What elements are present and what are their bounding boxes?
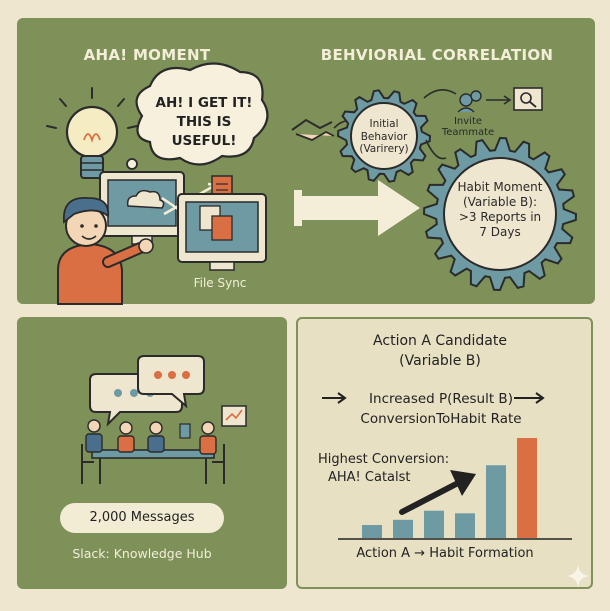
- initial-line-3: (Varirery): [359, 143, 409, 155]
- action-footer: Action A → Habit Formation: [356, 546, 534, 561]
- conversion-bar-chart: [362, 438, 537, 538]
- action-title-line-2: (Variable B): [399, 353, 481, 369]
- person-illustration: [57, 197, 154, 305]
- action-title: Action A Candidate (Variable B): [330, 331, 550, 371]
- meeting-table-illustration: [81, 419, 225, 484]
- thought-text: AH! I GET IT! THIS IS USEFUL!: [148, 94, 260, 151]
- monitor-left: [99, 171, 185, 245]
- prob-text: Increased P(Result B) ConversionToHabit …: [336, 389, 546, 429]
- prob-arrows: [322, 392, 545, 404]
- cloud-icon: [126, 189, 165, 209]
- thought-line-2: THIS IS USEFUL!: [171, 114, 237, 149]
- invite-icon: [457, 90, 482, 113]
- invite-line-2: Teammate: [441, 127, 495, 138]
- chart-board-icon: [221, 405, 247, 427]
- highest-line-2: AHA! Catalst: [328, 470, 411, 485]
- prob-line-2: ConversionToHabit Rate: [360, 411, 522, 427]
- prob-line-1: Increased P(Result B): [369, 391, 513, 407]
- chart-bar-4: [455, 513, 475, 538]
- initial-behavior-text: Initial Behavior (Varirery): [350, 118, 418, 156]
- habit-line-3: >3 Reports in: [458, 210, 542, 224]
- connector-arrow: [425, 139, 447, 160]
- connector-arrow: [423, 89, 457, 99]
- gear-habit-moment: [422, 136, 578, 292]
- behavior-header: BEHVIORIAL CORRELATION: [320, 46, 554, 64]
- chart-bar-2: [393, 519, 413, 538]
- habit-line-1: Habit Moment: [457, 180, 543, 194]
- initial-line-2: Behavior: [360, 130, 408, 143]
- aha-header: AHA! MOMENT: [83, 46, 211, 64]
- habit-line-2: (Variable B):: [462, 195, 538, 209]
- lightbulb-icon: [46, 87, 138, 179]
- action-title-line-1: Action A Candidate: [373, 333, 507, 349]
- search-icon: [513, 87, 543, 111]
- highest-conversion-text: Highest Conversion: AHA! Catalst: [318, 451, 468, 487]
- trend-arrow: [399, 470, 476, 515]
- invite-teammate-label: Invite Teammate: [438, 116, 498, 138]
- file-sync-label: File Sync: [193, 276, 247, 290]
- chart-bar-6: [517, 438, 537, 538]
- big-arrow-icon: [294, 180, 420, 236]
- gear-hub: [443, 157, 557, 271]
- highest-line-1: Highest Conversion:: [318, 452, 450, 467]
- chart-bar-3: [424, 510, 444, 538]
- thought-line-1: AH! I GET IT!: [155, 95, 253, 111]
- invite-line-1: Invite: [453, 116, 483, 127]
- tablet-icon: [179, 423, 191, 439]
- chart-bar-1: [362, 525, 382, 538]
- monitor-right: [177, 193, 267, 271]
- habit-moment-text: Habit Moment (Variable B): >3 Reports in…: [452, 180, 548, 240]
- handshake-icon: [291, 118, 335, 141]
- initial-line-1: Initial: [369, 118, 399, 130]
- chat-bubbles: [89, 355, 205, 427]
- gear-hub: [350, 102, 418, 170]
- chart-bar-5: [486, 465, 506, 538]
- sparkle-icon: [566, 564, 590, 588]
- gear-initial-behavior: [336, 89, 432, 183]
- messages-pill: 2,000 Messages: [60, 503, 224, 533]
- slack-label: Slack: Knowledge Hub: [72, 546, 212, 561]
- habit-line-4: 7 Days: [479, 225, 521, 239]
